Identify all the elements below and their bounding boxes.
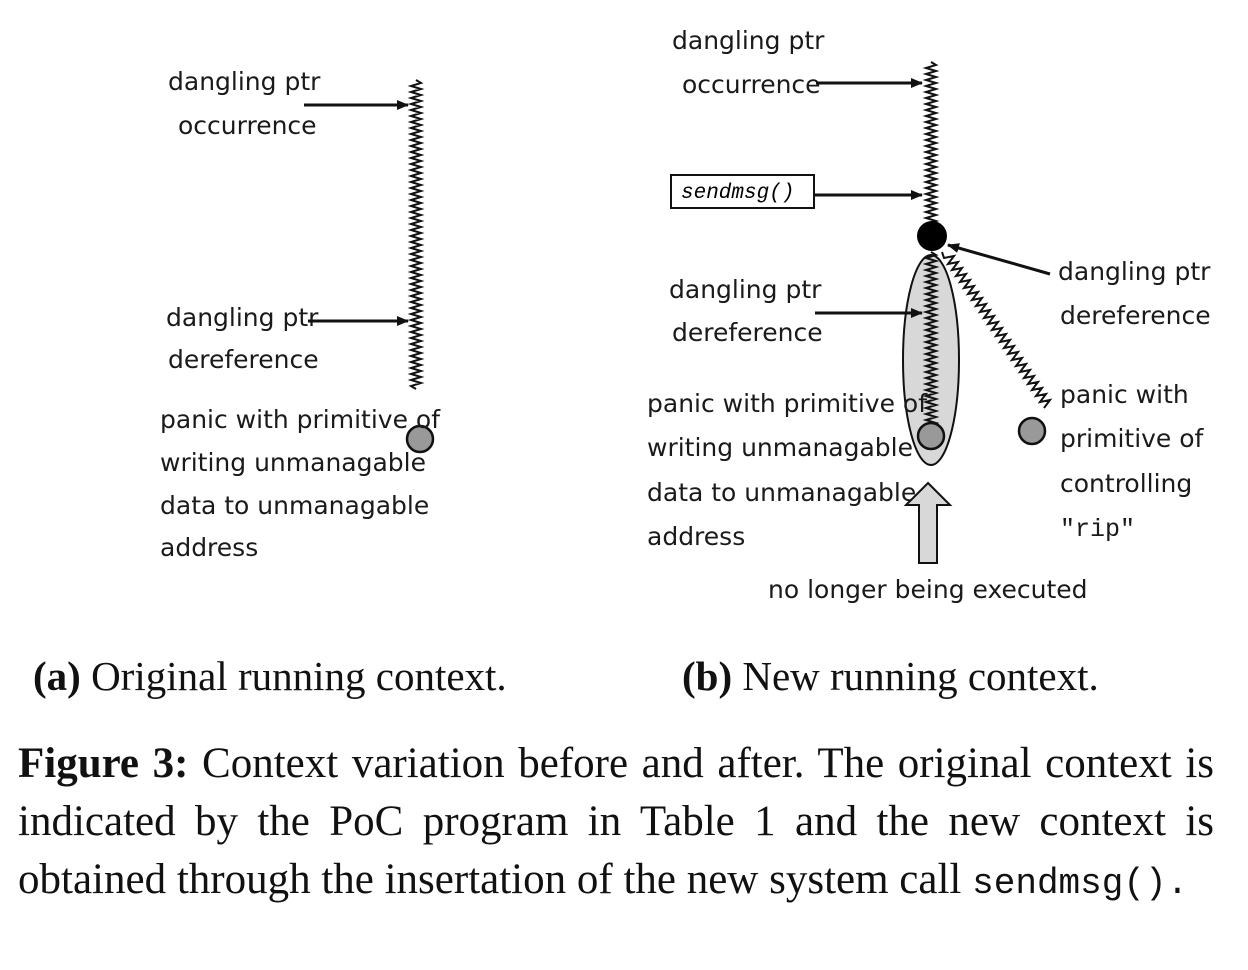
figure-3-diagram: dangling ptr occurrence dangling ptr der… [160, 26, 1211, 604]
label-occurrence-a-2: occurrence [178, 111, 317, 140]
execution-trace-b-top [922, 61, 940, 234]
label-panic-b-right-4: "rip" [1060, 515, 1135, 544]
panic-node-b-old [916, 421, 946, 451]
figure-caption: Figure 3: Context variation before and a… [18, 735, 1214, 913]
label-panic-b-right-1: panic with [1060, 380, 1189, 409]
panic-node-a [405, 424, 435, 454]
panel-a: dangling ptr occurrence dangling ptr der… [160, 67, 441, 562]
branch-node [917, 221, 947, 251]
label-occurrence-b-2: occurrence [682, 70, 821, 99]
label-panic-b-left-4: address [647, 522, 745, 551]
subcaption-a: (a) Original running context. [33, 652, 507, 700]
label-occurrence-b-1: dangling ptr [672, 26, 825, 55]
label-panic-a-1: panic with primitive of [160, 405, 441, 434]
label-not-executed: no longer being executed [768, 575, 1088, 604]
label-syscall: sendmsg() [681, 182, 794, 205]
caption-code: sendmsg(). [972, 863, 1189, 904]
subcaption-a-tag: (a) [33, 653, 81, 699]
label-panic-b-left-3: data to unmanagable [647, 478, 916, 507]
not-executed-arrow [903, 481, 953, 564]
label-deref-b-left-2: dereference [672, 318, 823, 347]
execution-trace-b-old [922, 251, 940, 436]
subcaption-b-tag: (b) [682, 653, 733, 699]
caption-text: Context variation before and after. The … [18, 740, 1214, 903]
label-deref-b-right-1: dangling ptr [1058, 257, 1211, 286]
label-panic-b-left-2: writing unmanagable [647, 433, 913, 462]
label-panic-b-right-2: primitive of [1060, 424, 1205, 453]
label-panic-a-3: data to unmanagable [160, 491, 429, 520]
panic-node-b-new [1017, 416, 1047, 446]
execution-trace-a [407, 79, 425, 390]
panel-b: dangling ptr occurrence sendmsg() dangli… [647, 26, 1211, 604]
figure-label: Figure 3: [18, 740, 189, 787]
subcaption-a-text: Original running context. [80, 653, 507, 699]
label-deref-b-right-2: dereference [1060, 301, 1211, 330]
not-executed-region [902, 254, 960, 466]
label-panic-b-left-1: panic with primitive of [647, 389, 928, 418]
subcaption-b: (b) New running context. [682, 652, 1099, 700]
label-panic-b-right-3: controlling [1060, 469, 1192, 498]
label-panic-a-4: address [160, 533, 258, 562]
subcaption-b-text: New running context. [732, 653, 1099, 699]
syscall-box [670, 174, 815, 209]
execution-trace-b-new [941, 251, 1053, 409]
label-deref-a-1: dangling ptr [166, 303, 319, 332]
label-deref-b-left-1: dangling ptr [669, 275, 822, 304]
label-occurrence-a-1: dangling ptr [168, 67, 321, 96]
label-deref-a-2: dereference [168, 345, 319, 374]
label-panic-a-2: writing unmanagable [160, 448, 426, 477]
arrow-deref-b-right [947, 243, 1051, 276]
